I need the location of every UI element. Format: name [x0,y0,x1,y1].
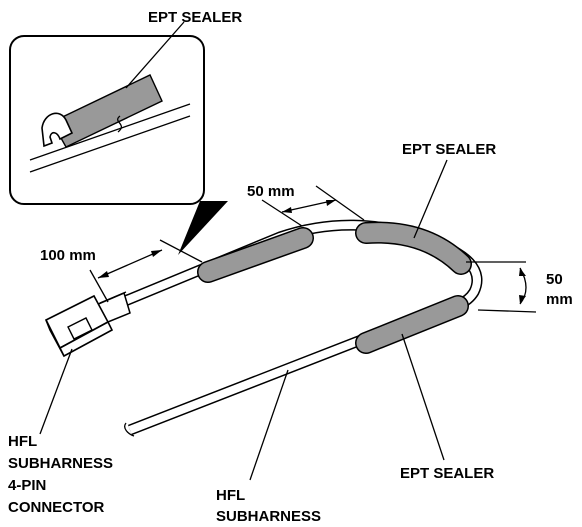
sealer-left [197,227,314,283]
connector-4pin [44,291,131,358]
label-connector-line2: SUBHARNESS [8,455,113,472]
label-ept-sealer-right: EPT SEALER [402,141,496,158]
sealer-bottom [355,295,469,354]
dimension-50mm-top: 50 mm [247,183,365,227]
label-50mm-top: 50 mm [247,183,295,200]
label-connector-line1: HFL [8,433,37,450]
inset-wire-line-lower [29,115,191,173]
label-ept-sealer-bottom: EPT SEALER [400,465,494,482]
dimension-100mm: 100 mm [40,239,203,303]
inset-sealer-end [41,112,74,148]
leader-ept-sealer-top [125,21,185,89]
leader-connector [39,348,73,435]
label-subharness-line1: HFL [216,487,245,504]
wire-cut-end [124,422,135,437]
label-ept-sealer-top: EPT SEALER [148,9,242,26]
leader-subharness [249,369,289,481]
label-connector-line4: CONNECTOR [8,499,105,516]
inset-break-mark [117,115,123,133]
inset-wire-line-upper [29,103,191,161]
label-subharness-line2: SUBHARNESS [216,508,321,525]
leader-ept-sealer-bottom [401,333,445,461]
leader-ept-sealer-right [413,159,448,239]
dimension-50mm-right: 50 mm [466,261,573,313]
sealer-right [355,221,472,275]
inset-pointer [178,201,228,255]
label-connector-line3: 4-PIN [8,477,46,494]
label-100mm: 100 mm [40,247,96,264]
label-50-right: 50 [546,271,563,288]
inset-detail [9,21,228,255]
label-mm-right: mm [546,291,573,308]
